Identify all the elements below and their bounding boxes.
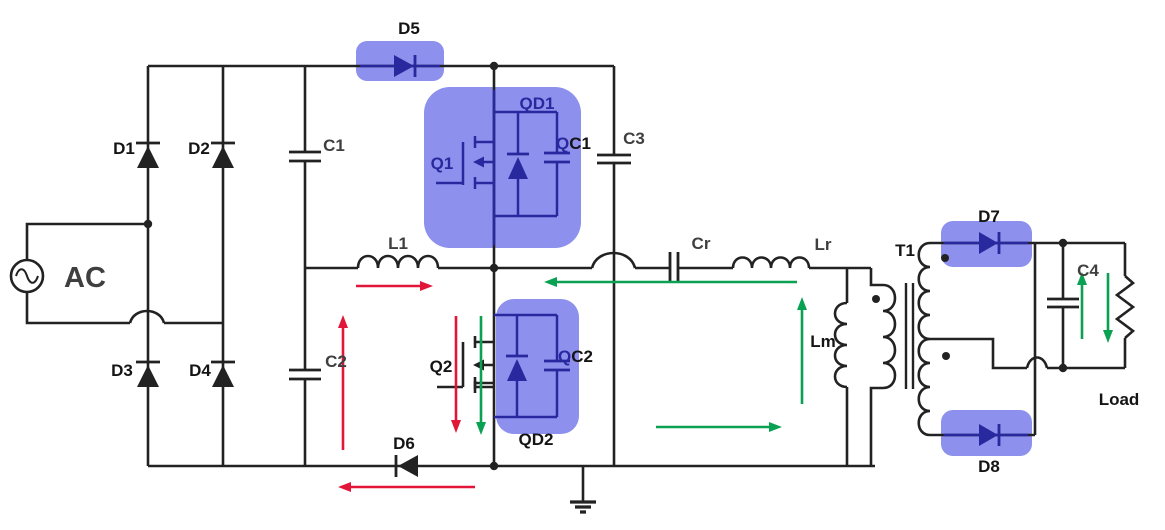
ac-sine-icon <box>15 268 39 284</box>
label-d5: D5 <box>398 19 420 38</box>
ac-bottom-wire-hop <box>128 309 166 324</box>
mosfet-q1 <box>436 136 494 189</box>
body-diode-qd2 <box>506 315 528 417</box>
capacitor-qc2 <box>544 315 570 417</box>
green-current-arrows <box>476 272 1113 435</box>
q2-module <box>494 313 570 419</box>
label-d2: D2 <box>188 139 210 158</box>
label-load: Load <box>1099 390 1140 409</box>
label-d3: D3 <box>111 361 133 380</box>
capacitor-qc1 <box>544 112 570 216</box>
capacitor-c2 <box>289 368 321 381</box>
label-d4: D4 <box>189 361 211 380</box>
diode-d7 <box>944 232 1028 254</box>
primary-phase-dot <box>872 295 880 303</box>
capacitor-cr <box>668 252 680 283</box>
label-t1: T1 <box>895 241 915 260</box>
label-q1: Q1 <box>431 154 454 173</box>
ac-top-wire <box>25 222 148 260</box>
label-d8: D8 <box>978 457 1000 476</box>
label-l1: L1 <box>388 234 408 253</box>
label-ac: AC <box>64 262 106 294</box>
ac-bottom-wire <box>25 292 130 325</box>
diode-d1 <box>136 141 160 168</box>
label-lm: Lm <box>810 332 836 351</box>
highlight-q1-module <box>424 87 581 248</box>
capacitor-c1 <box>289 150 321 163</box>
load-resistor <box>1114 275 1136 339</box>
label-qd2: QD2 <box>519 430 554 449</box>
capacitor-c3 <box>597 153 631 165</box>
label-cr: Cr <box>692 234 711 253</box>
red-current-arrows <box>338 281 475 492</box>
label-c4: C4 <box>1077 261 1099 280</box>
navy-components <box>360 55 1028 446</box>
diode-d2 <box>211 141 235 168</box>
primary-bottom-stub <box>869 386 883 466</box>
inductor-lr <box>731 256 811 269</box>
q1-internal-connectors <box>494 110 557 218</box>
center-tap-wire <box>930 337 1027 370</box>
label-c2: C2 <box>325 352 347 371</box>
highlight-q2-module <box>496 299 579 434</box>
label-qc2: QC2 <box>558 347 593 366</box>
diode-d5 <box>360 55 440 77</box>
diode-d3 <box>136 360 160 387</box>
label-d7: D7 <box>978 207 1000 226</box>
transformer-core <box>904 283 915 389</box>
label-qd1: QD1 <box>520 94 555 113</box>
secondary-mid-phase-dot <box>942 352 950 360</box>
label-c1: C1 <box>323 136 345 155</box>
label-d1: D1 <box>113 139 135 158</box>
ground-icon <box>570 500 596 514</box>
secondary-top-phase-dot <box>941 254 949 262</box>
inductor-lm <box>833 301 848 389</box>
q1-module <box>436 90 570 245</box>
transformer-primary-winding <box>882 283 897 390</box>
inductor-l1 <box>356 254 440 269</box>
capacitor-c4 <box>1047 297 1079 309</box>
body-diode-qd1 <box>507 112 529 216</box>
diode-d4 <box>211 360 235 387</box>
label-d6: D6 <box>393 434 415 453</box>
transformer-secondary-winding <box>917 241 931 437</box>
output-rail-hop <box>1025 356 1049 369</box>
q2-internal-connectors <box>494 313 557 419</box>
diode-d8 <box>944 424 1028 446</box>
primary-top-stub <box>869 268 883 287</box>
label-q2: Q2 <box>430 357 453 376</box>
labels: AC D1 D2 D3 D4 D5 D6 D7 D8 C1 C2 C3 C4 C… <box>64 19 1139 476</box>
label-lr: Lr <box>815 235 832 254</box>
junction-dots <box>143 61 1068 471</box>
diode-d6 <box>394 455 418 477</box>
label-c3: C3 <box>623 129 645 148</box>
label-qc1: QC1 <box>556 134 591 153</box>
